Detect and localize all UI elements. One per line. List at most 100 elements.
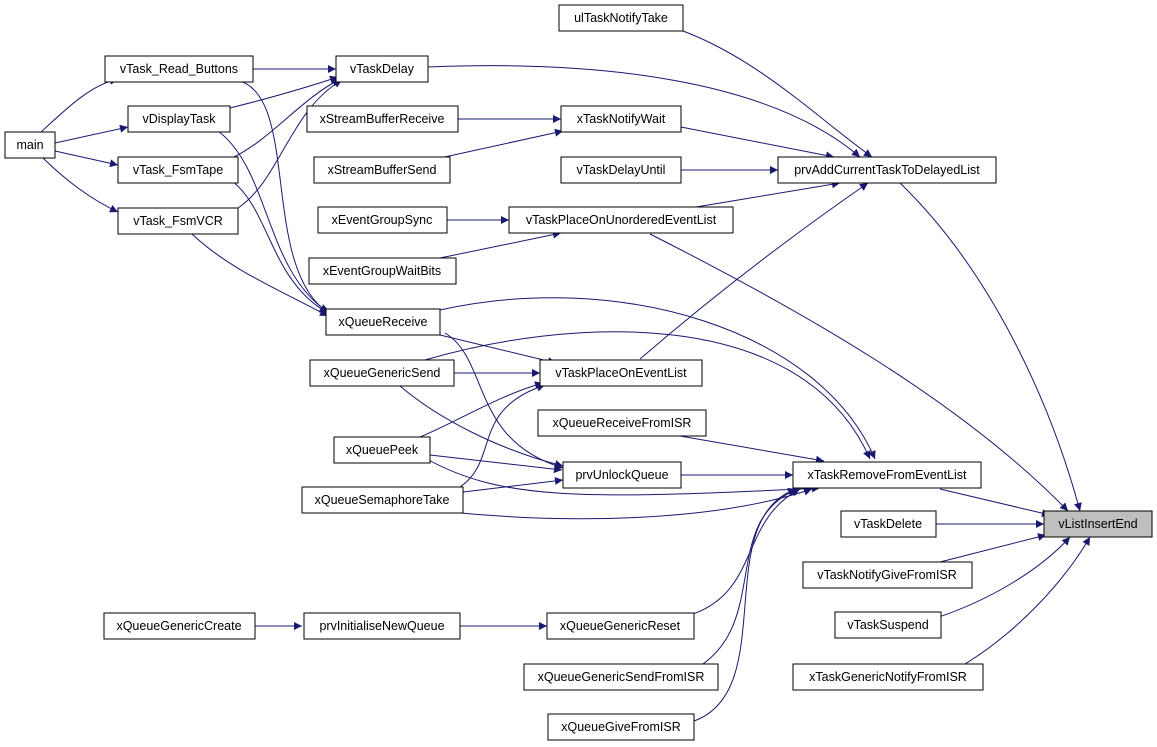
node-label: prvUnlockQueue xyxy=(575,468,668,482)
edge-vTaskPlaceOnUnorderedEventList-prvAddCurrentTaskToDelayedList xyxy=(689,180,841,209)
edge-vTask_FsmTape-vTaskDelay xyxy=(231,78,341,159)
edge-vTask_Read_Buttons-xQueueReceive xyxy=(239,80,331,315)
node-vTaskDelayUntil[interactable]: vTaskDelayUntil xyxy=(560,156,682,184)
node-label: vDisplayTask xyxy=(143,112,217,126)
edge-xQueueReceive-xTaskRemoveFromEventList xyxy=(439,297,876,460)
edge-prvAddCurrentTaskToDelayedList-vListInsertEnd xyxy=(899,182,1082,512)
edge-xQueuePeek-vTaskPlaceOnEventList xyxy=(419,381,544,438)
node-label: vTask_FsmVCR xyxy=(133,214,223,228)
edge-xQueueReceive-vTaskPlaceOnEventList xyxy=(439,334,557,366)
node-xQueueSemaphoreTake[interactable]: xQueueSemaphoreTake xyxy=(301,486,464,514)
node-label: xTaskGenericNotifyFromISR xyxy=(809,670,967,684)
node-vTaskPlaceOnEventList[interactable]: vTaskPlaceOnEventList xyxy=(539,359,703,387)
node-vTaskDelete[interactable]: vTaskDelete xyxy=(840,510,937,538)
edge-main-vTask_FsmTape xyxy=(54,150,119,168)
node-label: xQueueReceiveFromISR xyxy=(553,416,692,430)
edge-xQueueReceiveFromISR-xTaskRemoveFromEventList xyxy=(679,435,825,464)
node-label: vTaskDelete xyxy=(854,517,922,531)
node-xQueueGenericSendFromISR[interactable]: xQueueGenericSendFromISR xyxy=(523,663,719,691)
edge-xTaskRemoveFromEventList-vListInsertEnd xyxy=(939,488,1051,518)
node-label: ulTaskNotifyTake xyxy=(574,11,668,25)
node-xTaskGenericNotifyFromISR[interactable]: xTaskGenericNotifyFromISR xyxy=(792,663,984,691)
node-label: xQueueGiveFromISR xyxy=(561,720,680,734)
edge-xQueueReceive-prvUnlockQueue xyxy=(444,332,564,470)
node-xQueueReceive[interactable]: xQueueReceive xyxy=(325,308,441,336)
node-xEventGroupWaitBits[interactable]: xEventGroupWaitBits xyxy=(308,257,457,285)
node-prvUnlockQueue[interactable]: prvUnlockQueue xyxy=(562,461,682,489)
node-label: vTask_FsmTape xyxy=(133,163,223,177)
edge-xQueueGenericReset-xTaskRemoveFromEventList xyxy=(692,488,801,615)
edge-vDisplayTask-xQueueReceive xyxy=(217,130,329,313)
node-xQueueGiveFromISR[interactable]: xQueueGiveFromISR xyxy=(547,713,695,741)
node-xEventGroupSync[interactable]: xEventGroupSync xyxy=(317,206,448,234)
nodes: ulTaskNotifyTake vTaskDelay vTask_Read_B… xyxy=(4,4,1153,741)
edge-vDisplayTask-vTaskDelay xyxy=(229,75,339,109)
node-xQueueGenericCreate[interactable]: xQueueGenericCreate xyxy=(103,612,256,640)
node-xQueuePeek[interactable]: xQueuePeek xyxy=(333,436,431,464)
edges xyxy=(39,30,1091,722)
node-label: vTaskSuspend xyxy=(847,618,928,632)
node-prvInitialiseNewQueue[interactable]: prvInitialiseNewQueue xyxy=(303,612,461,640)
node-label: vTaskPlaceOnUnorderedEventList xyxy=(526,213,717,227)
node-xQueueReceiveFromISR[interactable]: xQueueReceiveFromISR xyxy=(537,409,707,437)
node-label: vTaskNotifyGiveFromISR xyxy=(817,568,957,582)
edge-main-vTask_FsmVCR xyxy=(41,156,119,213)
node-label: xTaskRemoveFromEventList xyxy=(807,468,967,482)
node-vListInsertEnd[interactable]: vListInsertEnd xyxy=(1043,510,1153,538)
node-vTaskSuspend[interactable]: vTaskSuspend xyxy=(834,611,942,639)
node-label: main xyxy=(16,138,43,152)
edge-vTaskDelay-prvAddCurrentTaskToDelayedList xyxy=(427,65,861,158)
edge-vTask_FsmVCR-xQueueReceive xyxy=(191,233,329,317)
node-vTaskPlaceOnUnorderedEventList[interactable]: vTaskPlaceOnUnorderedEventList xyxy=(508,206,734,234)
node-label: xQueueReceive xyxy=(339,315,428,329)
node-label: xQueueGenericCreate xyxy=(116,619,241,633)
node-vTaskNotifyGiveFromISR[interactable]: vTaskNotifyGiveFromISR xyxy=(802,561,973,589)
edge-ulTaskNotifyTake-prvAddCurrentTaskToDelayedList xyxy=(682,30,873,158)
node-xQueueGenericReset[interactable]: xQueueGenericReset xyxy=(546,612,695,640)
node-vTask_FsmVCR[interactable]: vTask_FsmVCR xyxy=(117,207,239,235)
edge-xEventGroupWaitBits-vTaskPlaceOnUnorderedEventList xyxy=(439,230,562,259)
node-label: vTaskDelay xyxy=(350,62,415,76)
node-xTaskNotifyWait[interactable]: xTaskNotifyWait xyxy=(560,105,682,133)
edge-vTaskNotifyGiveFromISR-vListInsertEnd xyxy=(939,533,1047,563)
edge-xQueueSemaphoreTake-xTaskRemoveFromEventList xyxy=(449,487,813,520)
node-main[interactable]: main xyxy=(4,131,56,159)
node-label: xTaskNotifyWait xyxy=(577,112,666,126)
node-label: prvInitialiseNewQueue xyxy=(319,619,444,633)
node-label: vTaskPlaceOnEventList xyxy=(555,366,687,380)
node-label: vListInsertEnd xyxy=(1058,517,1137,531)
node-label: xEventGroupSync xyxy=(332,213,433,227)
node-vTaskDelay[interactable]: vTaskDelay xyxy=(335,55,429,83)
edge-xStreamBufferSend-xTaskNotifyWait xyxy=(439,128,564,159)
node-xQueueGenericSend[interactable]: xQueueGenericSend xyxy=(309,359,455,387)
node-xStreamBufferReceive[interactable]: xStreamBufferReceive xyxy=(306,105,459,133)
edge-xQueueGenericSend-xTaskRemoveFromEventList xyxy=(424,331,871,460)
node-prvAddCurrentTaskToDelayedList[interactable]: prvAddCurrentTaskToDelayedList xyxy=(777,156,997,184)
edge-vTaskPlaceOnEventList-prvAddCurrentTaskToDelayedList xyxy=(639,182,869,360)
edge-vTaskSuspend-vListInsertEnd xyxy=(935,536,1071,619)
node-vTask_FsmTape[interactable]: vTask_FsmTape xyxy=(117,156,239,184)
node-label: prvAddCurrentTaskToDelayedList xyxy=(794,163,980,177)
node-label: vTaskDelayUntil xyxy=(577,163,666,177)
node-label: xQueueGenericReset xyxy=(560,619,681,633)
edge-xQueuePeek-prvUnlockQueue xyxy=(429,454,563,474)
node-label: xStreamBufferSend xyxy=(328,163,437,177)
edge-xQueuePeek-xTaskRemoveFromEventList xyxy=(424,457,821,496)
edge-vTaskPlaceOnUnorderedEventList-vListInsertEnd xyxy=(649,233,1069,512)
edge-vTask_FsmTape-xQueueReceive xyxy=(231,180,329,314)
node-vDisplayTask[interactable]: vDisplayTask xyxy=(127,105,231,133)
node-xStreamBufferSend[interactable]: xStreamBufferSend xyxy=(313,156,451,184)
node-label: xEventGroupWaitBits xyxy=(323,264,441,278)
node-label: xQueueGenericSendFromISR xyxy=(538,670,705,684)
node-label: xStreamBufferReceive xyxy=(320,112,445,126)
edge-xQueueSemaphoreTake-prvUnlockQueue xyxy=(462,476,564,493)
node-ulTaskNotifyTake[interactable]: ulTaskNotifyTake xyxy=(558,4,684,32)
node-label: xQueuePeek xyxy=(346,443,419,457)
node-label: xQueueSemaphoreTake xyxy=(315,493,450,507)
edge-main-vDisplayTask xyxy=(54,124,129,144)
node-vTask_Read_Buttons[interactable]: vTask_Read_Buttons xyxy=(104,55,254,83)
edge-vTask_FsmVCR-vTaskDelay xyxy=(237,79,343,209)
node-xTaskRemoveFromEventList[interactable]: xTaskRemoveFromEventList xyxy=(792,461,982,489)
edge-xQueueGenericSendFromISR-xTaskRemoveFromEventList xyxy=(699,488,799,667)
